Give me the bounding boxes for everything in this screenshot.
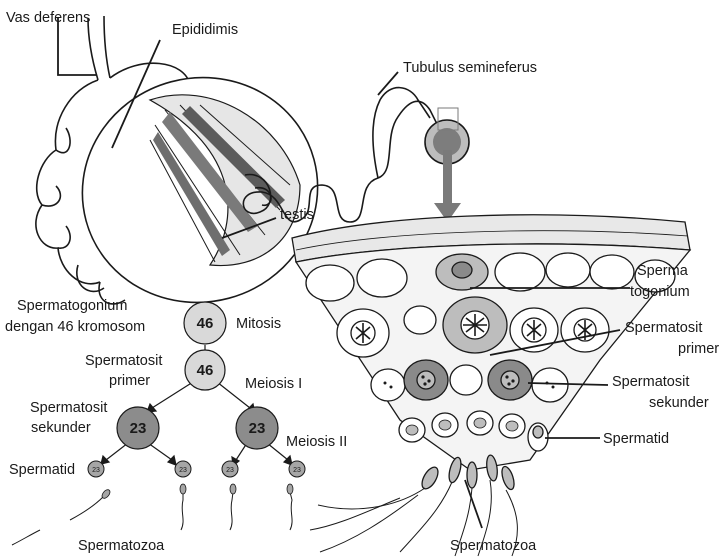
label-primer-1: Spermatosit [625,320,702,336]
label-tubulus: Tubulus semineferus [403,60,537,76]
flow-spermatogonium-2: dengan 46 kromosom [5,319,145,335]
division-flow: 46 46 23 23 23 23 23 23 Spermatogonium d… [5,298,347,554]
flow-spermatid: Spermatid [9,462,75,478]
label-sekunder-1: Spermatosit [612,374,689,390]
count-23-b: 23 [249,420,266,437]
count-46-b: 46 [197,362,214,379]
label-sperma-togonium-2: togonium [630,284,690,300]
count-23-s4: 23 [293,467,301,474]
flow-spermatogonium-1: Spermatogonium [17,298,127,314]
flow-meiosis2: Meiosis II [286,434,347,450]
label-sekunder-2: sekunder [649,395,709,411]
flow-sekunder-1: Spermatosit [30,400,107,416]
count-23-s3: 23 [226,467,234,474]
label-testis: testis [280,207,314,223]
count-23-s2: 23 [179,467,187,474]
label-sperma-togonium-1: Sperma [637,263,689,279]
flow-sekunder-2: sekunder [31,420,91,436]
flow-mitosis: Mitosis [236,316,281,332]
flow-spermatozoa: Spermatozoa [78,538,165,554]
label-vas-deferens: Vas deferens [6,10,90,26]
flow-primer-2: primer [109,373,150,389]
count-46-a: 46 [197,315,214,332]
count-23-s1: 23 [92,467,100,474]
count-23-a: 23 [130,420,147,437]
label-spermatid-right: Spermatid [603,431,669,447]
label-epididimis: Epididimis [172,22,238,38]
flow-primer-1: Spermatosit [85,353,162,369]
label-primer-2: primer [678,341,719,357]
flow-meiosis1: Meiosis I [245,376,302,392]
label-spermatozoa-right: Spermatozoa [450,538,537,554]
